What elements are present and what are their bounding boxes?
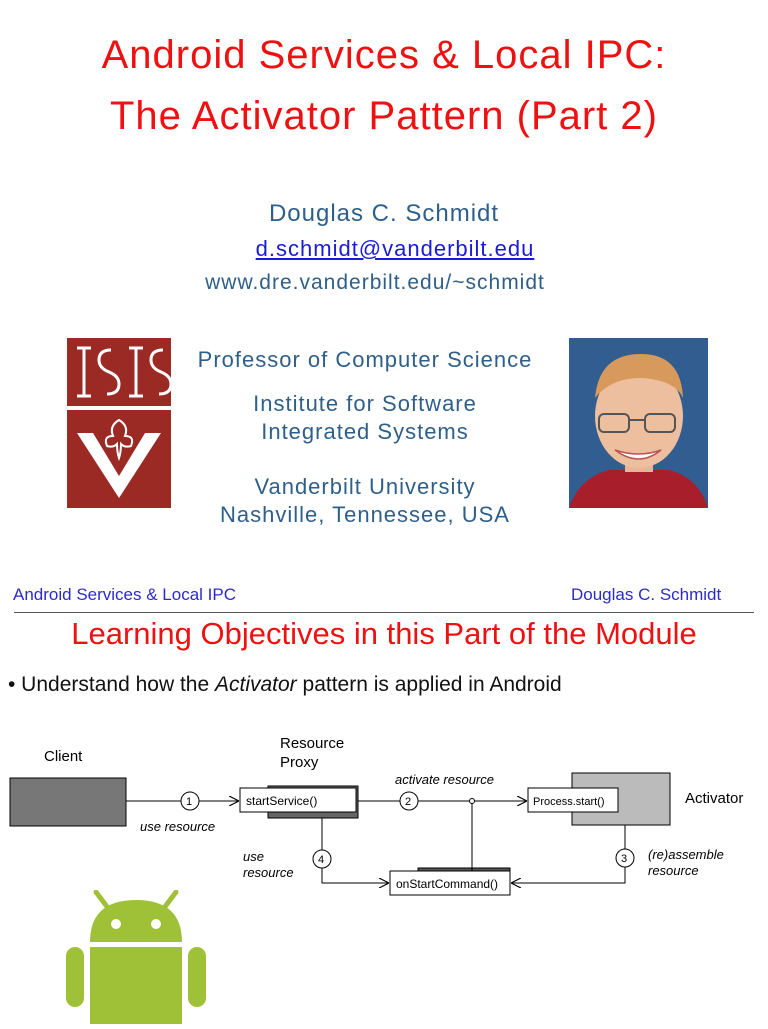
use-resource-label-1: use resource <box>140 819 215 834</box>
step-4: 4 <box>318 854 324 866</box>
reassemble-label-b: resource <box>648 863 699 878</box>
header-right-label: Douglas C. Schmidt <box>571 585 722 604</box>
author-photo <box>569 338 708 508</box>
android-robot-icon <box>64 889 210 1024</box>
author-role: Professor of Computer Science <box>197 347 533 372</box>
activate-resource-label: activate resource <box>395 772 494 787</box>
university-name: Vanderbilt University <box>254 474 476 499</box>
reassemble-label-a: (re)assemble <box>648 847 724 862</box>
step-1: 1 <box>186 796 192 808</box>
activator-label: Activator <box>685 790 743 807</box>
on-start-command-box <box>389 870 511 896</box>
client-box <box>9 777 127 827</box>
institute-line2: Integrated Systems <box>261 419 469 444</box>
author-name: Douglas C. Schmidt <box>268 200 500 227</box>
process-start-box <box>527 787 619 813</box>
slide2-title: Learning Objectives in this Part of the … <box>71 616 697 651</box>
objective-bullet: • Understand how the Activator pattern i… <box>8 673 562 697</box>
use-resource-label-2b: resource <box>243 865 294 880</box>
start-service-box <box>239 787 357 813</box>
use-resource-label-2a: use <box>243 849 264 864</box>
step-3: 3 <box>621 853 627 865</box>
client-label: Client <box>44 748 83 765</box>
bullet-suffix: pattern is applied in Android <box>296 673 562 696</box>
bullet-prefix: • Understand how the <box>8 673 215 696</box>
proxy-label-line2: Proxy <box>280 754 319 771</box>
proxy-label-line1: Resource <box>280 735 344 752</box>
activator-diagram: Client Resource Proxy startService() Pro… <box>0 728 768 908</box>
on-start-command-label: onStartCommand() <box>396 877 498 891</box>
bullet-emphasis: Activator <box>214 673 297 696</box>
author-website[interactable]: www.dre.vanderbilt.edu/~schmidt <box>205 271 545 294</box>
author-email-link[interactable]: d.schmidt@vanderbilt.edu <box>255 236 535 261</box>
university-location: Nashville, Tennessee, USA <box>220 502 510 527</box>
isis-vanderbilt-logo <box>67 338 173 508</box>
process-start-label: Process.start() <box>533 796 605 808</box>
header-divider <box>14 612 754 613</box>
step-2: 2 <box>405 796 411 808</box>
slide-title-line1: Android Services & Local IPC: <box>101 33 667 77</box>
slide-title-line2: The Activator Pattern (Part 2) <box>110 94 658 138</box>
start-service-label: startService() <box>246 794 317 808</box>
institute-line1: Institute for Software <box>253 391 477 416</box>
header-left-label: Android Services & Local IPC <box>13 585 236 604</box>
